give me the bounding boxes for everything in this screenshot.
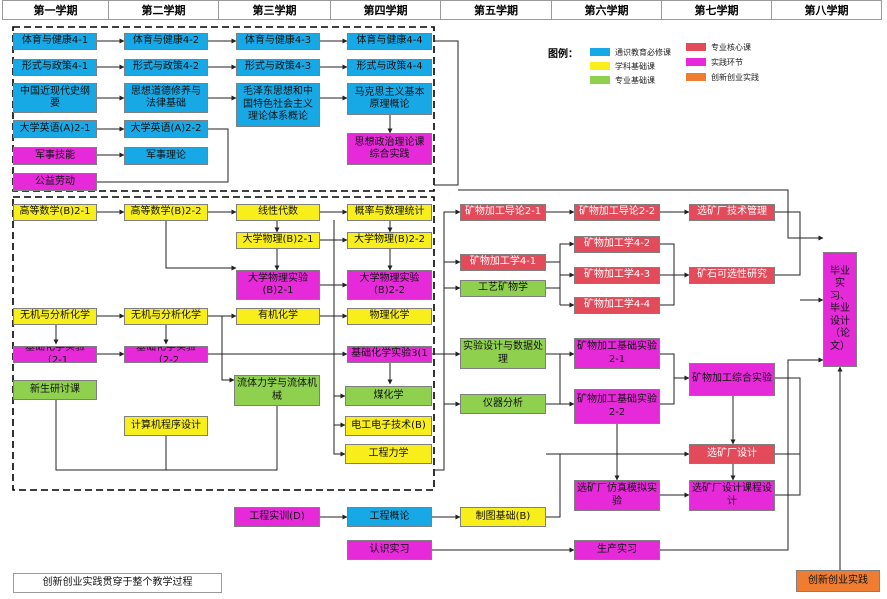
course-phyexp1: 大学物理实验(B)2-1 [236,270,320,300]
course-chemexp1: 基础化学实验（2-1 [13,346,97,363]
semester-header-7: 第七学期 [661,0,772,20]
course-cog-prac: 认识实习 [347,540,432,560]
semester-header-2: 第二学期 [108,0,219,20]
course-thesis: 毕业实习、毕业设计（论文） [823,252,857,367]
course-engmech: 工程力学 [345,444,432,464]
course-course-design: 选矿厂设计课程设计 [689,480,775,511]
course-pe2: 体育与健康4-2 [124,33,208,50]
course-math1: 高等数学(B)2-1 [13,204,97,221]
course-proc1: 矿物加工学4-1 [460,254,546,271]
semester-header-4: 第四学期 [330,0,441,20]
course-proc-intro1: 矿物加工导论2-1 [460,204,546,221]
course-milt: 军事理论 [124,147,208,165]
course-pol2: 形式与政策4-2 [124,59,208,76]
course-pol4: 形式与政策4-4 [347,59,432,76]
legend-label-4: 实践环节 [711,58,743,67]
course-innov: 创新创业实践 [796,570,880,592]
course-hist: 中国近现代史纲要 [13,83,97,113]
course-proc-exp2: 矿物加工基础实验2-2 [574,389,660,424]
course-pol3: 形式与政策4-3 [236,59,320,76]
course-marx: 马克思主义基本原理概论 [347,83,432,115]
course-proc4: 矿物加工学4-4 [574,297,660,314]
course-phy1: 大学物理(B)2-1 [236,232,320,249]
course-coal: 煤化学 [345,386,432,406]
course-labor: 公益劳动 [13,173,97,191]
course-proc2: 矿物加工学4-2 [574,236,660,253]
course-inorg2: 无机与分析化学 [124,308,208,325]
foundation-group-frame [12,196,435,491]
course-physchem: 物理化学 [347,308,432,325]
legend-swatch-6 [686,73,706,81]
course-sim: 选矿厂仿真模拟实验 [574,480,660,511]
course-proc-intro2: 矿物加工导论2-2 [574,204,660,221]
semester-header-8: 第八学期 [771,0,882,20]
legend-swatch-1 [590,48,610,56]
course-pe4: 体育与健康4-4 [347,33,432,50]
course-pol1: 形式与政策4-1 [13,59,97,76]
semester-header-3: 第三学期 [218,0,331,20]
legend-swatch-3 [590,62,610,70]
course-pe3: 体育与健康4-3 [236,33,320,50]
course-prob: 概率与数理统计 [347,204,432,221]
course-mineral: 工艺矿物学 [460,280,546,297]
course-linalg: 线性代数 [236,204,320,221]
course-pe1: 体育与健康4-1 [13,33,97,50]
course-mil: 军事技能 [13,147,97,165]
course-eng2: 大学英语(A)2-2 [124,120,208,138]
course-ideo: 思想政治理论课综合实践 [347,133,432,165]
course-prod-prac: 生产实习 [574,540,660,560]
course-proc3: 矿物加工学4-3 [574,267,660,284]
course-organic: 有机化学 [236,308,320,325]
course-chemexp3: 基础化学实验3(1 [347,346,432,363]
general-group-frame [12,26,435,192]
course-phyexp2: 大学物理实验(B)2-2 [347,270,432,300]
course-proc-comp: 矿物加工综合实验 [689,363,775,396]
course-plant-design: 选矿厂设计 [689,444,775,464]
course-proc-exp1: 矿物加工基础实验2-1 [574,338,660,369]
course-inorg1: 无机与分析化学 [13,308,97,325]
course-chemexp2: 基础化学实验（2-2 [124,346,208,363]
course-math2: 高等数学(B)2-2 [124,204,208,221]
course-instr: 仪器分析 [460,394,546,414]
course-mao: 毛泽东思想和中国特色社会主义理论体系概论 [236,83,320,127]
course-program: 计算机程序设计 [124,416,208,436]
semester-header-1: 第一学期 [2,0,109,20]
legend-swatch-5 [590,76,610,84]
legend-label-2: 专业核心课 [711,43,751,52]
legend-label-1: 通识教育必修课 [615,48,671,57]
course-eng-train: 工程实训(D) [234,507,320,527]
legend-swatch-2 [686,43,706,51]
course-phy2: 大学物理(B)2-2 [347,232,432,249]
course-moral: 思想道德修养与法律基础 [124,83,208,113]
footnote: 创新创业实践贯穿于整个教学过程 [13,573,222,593]
legend-label-5: 专业基础课 [615,76,655,85]
course-elec: 电工电子技术(B) [345,416,432,436]
course-seminar: 新生研讨课 [13,380,97,400]
course-ore-study: 矿石可选性研究 [689,267,775,284]
course-eng1: 大学英语(A)2-1 [13,120,97,138]
semester-header-6: 第六学期 [551,0,662,20]
semester-header-5: 第五学期 [440,0,552,20]
legend-label-3: 学科基础课 [615,62,655,71]
course-drawing: 制图基础(B) [460,507,546,527]
legend-swatch-4 [686,58,706,66]
course-eng-intro: 工程概论 [347,507,432,527]
course-fluid: 流体力学与流体机械 [234,375,320,406]
course-plant-mgmt: 选矿厂技术管理 [689,204,775,221]
legend-label-6: 创新创业实践 [711,73,759,82]
legend-title: 图例： [548,49,578,60]
course-design-data: 实验设计与数据处理 [460,338,546,369]
